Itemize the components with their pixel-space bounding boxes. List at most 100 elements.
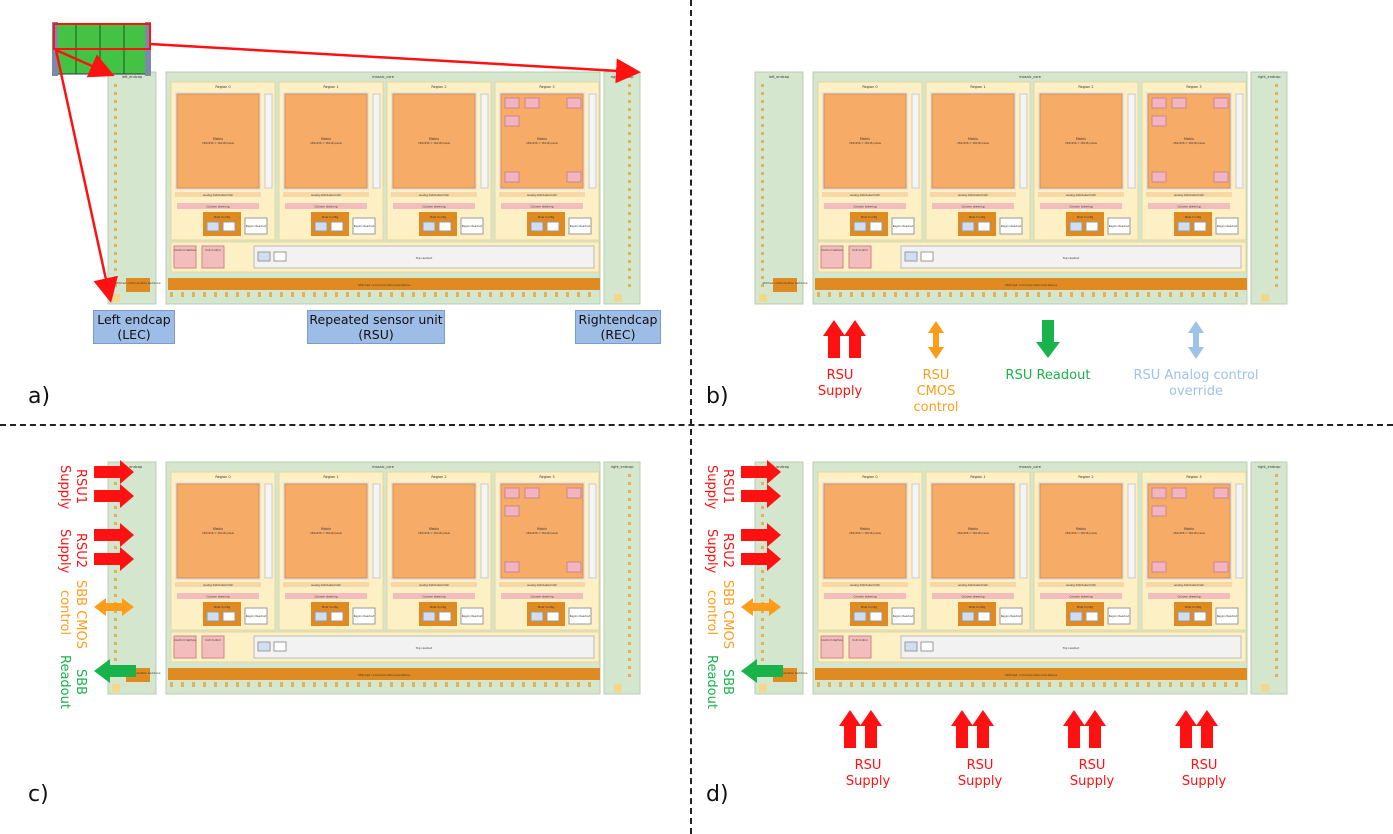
matrix bbox=[284, 483, 368, 579]
rsu-analog-arrow-icon bbox=[1188, 321, 1204, 359]
sbb-cmos-line1: SBB CMOS bbox=[73, 580, 88, 649]
unit-control bbox=[201, 635, 225, 659]
matrix bbox=[1039, 93, 1123, 189]
matrix-sub: 256x256 = 18x18 pixels bbox=[418, 531, 450, 535]
pixel-config-text: Pixel Config bbox=[861, 605, 878, 609]
region-readout-text: Region Readout bbox=[1217, 224, 1237, 228]
sbb-readout-label: SBB Readout bbox=[56, 654, 88, 710]
control-interface bbox=[173, 635, 197, 659]
rsu-supply-bottom-1: RSU Supply bbox=[838, 758, 898, 790]
buffer-row bbox=[480, 483, 489, 579]
region-readout-text: Region Readout bbox=[246, 614, 266, 618]
region-title: Region 0 bbox=[215, 475, 230, 479]
analog-dac-text: analog distributed DAC bbox=[1066, 193, 1096, 197]
pixel-config-reg bbox=[869, 611, 883, 622]
column-steering bbox=[1040, 203, 1122, 209]
matrix-title: Matrix bbox=[429, 527, 439, 531]
matrix bbox=[823, 93, 907, 189]
top-readout-text: Top readout bbox=[415, 256, 433, 260]
sbb-cmos-line2: control bbox=[704, 590, 719, 636]
matrix-sub: 256x256 = 18x18 pixels bbox=[1065, 141, 1097, 145]
buffer-row bbox=[1235, 93, 1244, 189]
rec-label-line2: (REC) bbox=[600, 327, 636, 342]
column-steering bbox=[932, 203, 1014, 209]
analog-dac-text: analog distributed DAC bbox=[527, 583, 557, 587]
rec-pads bbox=[1275, 84, 1278, 287]
matrix bbox=[823, 483, 907, 579]
rsu-supply-bottom-arrow-2-0 bbox=[1063, 710, 1085, 748]
matrix-title: Matrix bbox=[1076, 527, 1086, 531]
lec-pad-big bbox=[759, 684, 767, 692]
sbb-cmos-line1: SBB CMOS bbox=[720, 580, 735, 649]
region-title: Region 3 bbox=[539, 475, 554, 479]
pixel-config-gen bbox=[1069, 611, 1083, 622]
matrix-title: Matrix bbox=[1184, 137, 1194, 141]
rec-pads bbox=[628, 474, 631, 677]
region-title: Region 3 bbox=[1186, 475, 1201, 479]
rsu-cmos-label: RSU CMOS control bbox=[906, 368, 966, 416]
pixel-config-text: Pixel Config bbox=[969, 215, 986, 219]
column-steering-text: Column steering bbox=[206, 205, 229, 209]
rsu-supply-bottom-4-line1: RSU bbox=[1190, 758, 1218, 773]
pixel-config-reg bbox=[1193, 611, 1207, 622]
matrix-title: Matrix bbox=[968, 527, 978, 531]
region-title: Region 2 bbox=[1078, 85, 1093, 89]
pixel-config-gen bbox=[1177, 221, 1191, 232]
column-steering-text: Column steering bbox=[1069, 205, 1092, 209]
region-readout bbox=[1215, 607, 1239, 625]
region-readout-text: Region Readout bbox=[1001, 224, 1021, 228]
control-interface bbox=[820, 245, 844, 269]
column-steering bbox=[177, 203, 259, 209]
top-readout-gen bbox=[257, 251, 271, 262]
stitched-backbone bbox=[168, 668, 600, 680]
top-readout-text: Top readout bbox=[1062, 256, 1080, 260]
control-interface-text: Control Interface bbox=[174, 638, 196, 642]
analog-dac-text: analog distributed DAC bbox=[419, 583, 449, 587]
core-title: mosaic_core bbox=[372, 75, 394, 79]
rsu2-supply-label: RSU2 Supply bbox=[56, 526, 88, 576]
analog-dac bbox=[1146, 192, 1232, 197]
rec-label-line1: Rightendcap bbox=[578, 312, 658, 327]
sbb-readout-line2: Readout bbox=[57, 655, 72, 709]
core-pads bbox=[170, 292, 591, 297]
special-pixel-2 bbox=[1213, 97, 1229, 109]
matrix-title: Matrix bbox=[321, 137, 331, 141]
top-readout-reg bbox=[920, 641, 934, 652]
column-steering-text: Column steering bbox=[1177, 595, 1200, 599]
rsu-supply-bottom-2-line2: Supply bbox=[957, 774, 1003, 789]
pixel-config-gen bbox=[1177, 611, 1191, 622]
rsu-readout-arrow-icon bbox=[1036, 320, 1060, 358]
panel-c-label: c) bbox=[28, 782, 49, 807]
matrix-title: Matrix bbox=[213, 527, 223, 531]
matrix-sub: 256x256 = 18x18 pixels bbox=[957, 141, 989, 145]
rsu2-supply-line1: RSU2 bbox=[720, 533, 735, 569]
region-readout bbox=[891, 607, 915, 625]
top-readout-gen bbox=[257, 641, 271, 652]
horizontal-divider bbox=[0, 424, 1393, 426]
sbb-readout-line1: SBB bbox=[720, 668, 735, 696]
rec-title: right_endcap bbox=[1258, 75, 1282, 79]
buffer-row bbox=[1127, 93, 1136, 189]
control-interface bbox=[820, 635, 844, 659]
analog-dac-text: analog distributed DAC bbox=[311, 583, 341, 587]
matrix-title: Matrix bbox=[537, 527, 547, 531]
analog-dac bbox=[499, 582, 585, 587]
pixel-config-text: Pixel Config bbox=[969, 605, 986, 609]
analog-dac-text: analog distributed DAC bbox=[419, 193, 449, 197]
column-steering bbox=[824, 203, 906, 209]
region-readout-text: Region Readout bbox=[462, 224, 482, 228]
rsu-analog-line2: override bbox=[1169, 384, 1223, 399]
matrix bbox=[931, 483, 1015, 579]
lec-pad-big bbox=[759, 294, 767, 302]
column-steering-text: Column steering bbox=[853, 595, 876, 599]
